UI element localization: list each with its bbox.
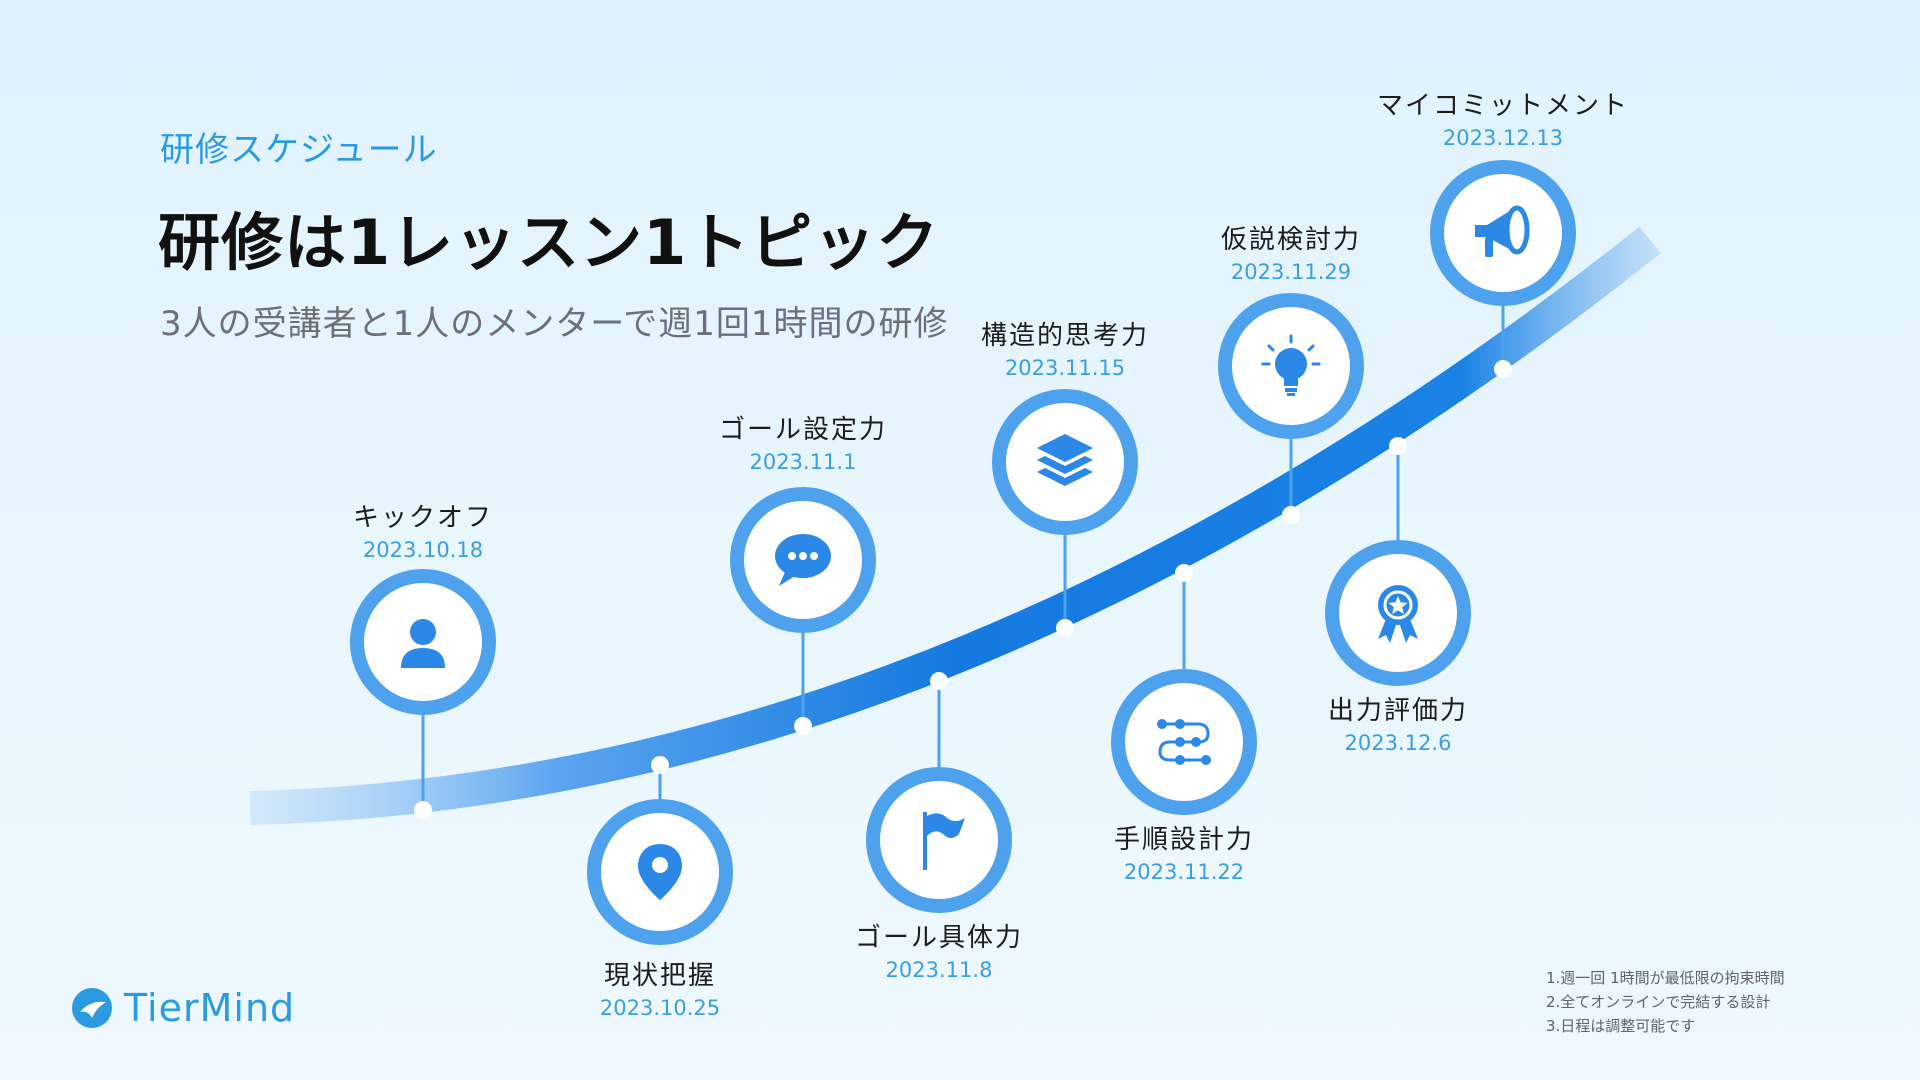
milestone-dot: [1494, 360, 1512, 378]
milestone-name: 現状把握: [603, 961, 716, 991]
milestone-dot: [1175, 564, 1193, 582]
milestone-dot: [794, 717, 812, 735]
milestone-dot: [930, 672, 948, 690]
page-kicker: 研修スケジュール: [160, 130, 438, 170]
milestone-circle: [992, 389, 1138, 535]
milestone-circle: [866, 767, 1012, 913]
milestone-circle: [1218, 293, 1364, 439]
milestone-dot: [1389, 437, 1407, 455]
milestone-name: ゴール具体力: [854, 923, 1023, 953]
milestone-name: ゴール設定力: [718, 415, 887, 445]
milestone-name: キックオフ: [352, 503, 493, 533]
milestone-label: 仮説検討力 2023.11.29: [1111, 224, 1471, 286]
chat-bubble-icon: [775, 534, 831, 586]
tiermind-logo-icon: [72, 988, 112, 1028]
milestone-label: ゴール具体力 2023.11.8: [759, 922, 1119, 984]
milestone-label: 現状把握 2023.10.25: [480, 960, 840, 1022]
milestone-dot: [1056, 619, 1074, 637]
milestone-date: 2023.10.25: [599, 996, 721, 1020]
milestone-dot: [651, 756, 669, 774]
milestone-circle: [1430, 160, 1576, 306]
megaphone-icon: [1475, 205, 1530, 257]
award-ribbon-icon: [1378, 585, 1418, 643]
milestone-date: 2023.11.1: [749, 450, 857, 474]
milestone-label: マイコミットメント 2023.12.13: [1323, 90, 1683, 152]
milestone-date: 2023.11.29: [1230, 260, 1352, 284]
milestone-circle: [730, 487, 876, 633]
milestone-name: 出力評価力: [1327, 696, 1468, 726]
note-item: 2.全てオンラインで完結する設計: [1546, 993, 1771, 1011]
note-item: 3.日程は調整可能です: [1546, 1017, 1696, 1035]
milestone-circle: [1325, 540, 1471, 686]
milestone-circle: [587, 799, 733, 945]
brand-logo: TierMind: [70, 986, 295, 1030]
layers-icon: [1037, 434, 1093, 486]
milestone-label: 出力評価力 2023.12.6: [1218, 695, 1578, 757]
milestone-name: 仮説検討力: [1220, 225, 1361, 255]
milestone-date: 2023.11.8: [885, 958, 993, 982]
milestone-label: 構造的思考力 2023.11.15: [885, 320, 1245, 382]
milestone-date: 2023.11.15: [1004, 356, 1126, 380]
milestone-date: 2023.12.13: [1442, 126, 1564, 150]
milestone-dot: [1282, 506, 1300, 524]
milestone-name: マイコミットメント: [1376, 91, 1629, 121]
notes-list: 1.週一回 1時間が最低限の拘束時間 2.全てオンラインで完結する設計 3.日程…: [1546, 966, 1785, 1038]
milestone-dot: [414, 801, 432, 819]
person-icon: [401, 619, 445, 668]
milestone-label: ゴール設定力 2023.11.1: [623, 414, 983, 476]
page-title: 研修は1レッスン1トピック: [158, 206, 940, 279]
milestone-circle: [1111, 669, 1257, 815]
flag-icon: [923, 812, 965, 870]
milestone-name: 構造的思考力: [980, 321, 1149, 351]
milestone-date: 2023.10.18: [362, 538, 484, 562]
brand-name: TierMind: [124, 986, 296, 1030]
milestone-date: 2023.11.22: [1123, 860, 1245, 884]
milestone-label: キックオフ 2023.10.18: [243, 502, 603, 564]
milestone-name: 手順設計力: [1113, 825, 1254, 855]
timeline-band: [249, 226, 1661, 825]
milestone-label: 手順設計力 2023.11.22: [1004, 824, 1364, 886]
note-item: 1.週一回 1時間が最低限の拘束時間: [1546, 969, 1785, 987]
process-flow-icon: [1157, 719, 1211, 765]
page-subtitle: 3人の受講者と1人のメンターで週1回1時間の研修: [160, 304, 949, 344]
milestone-date: 2023.12.6: [1344, 731, 1452, 755]
milestone-circle: [350, 569, 496, 715]
lightbulb-icon: [1261, 334, 1321, 396]
location-pin-icon: [638, 844, 682, 900]
